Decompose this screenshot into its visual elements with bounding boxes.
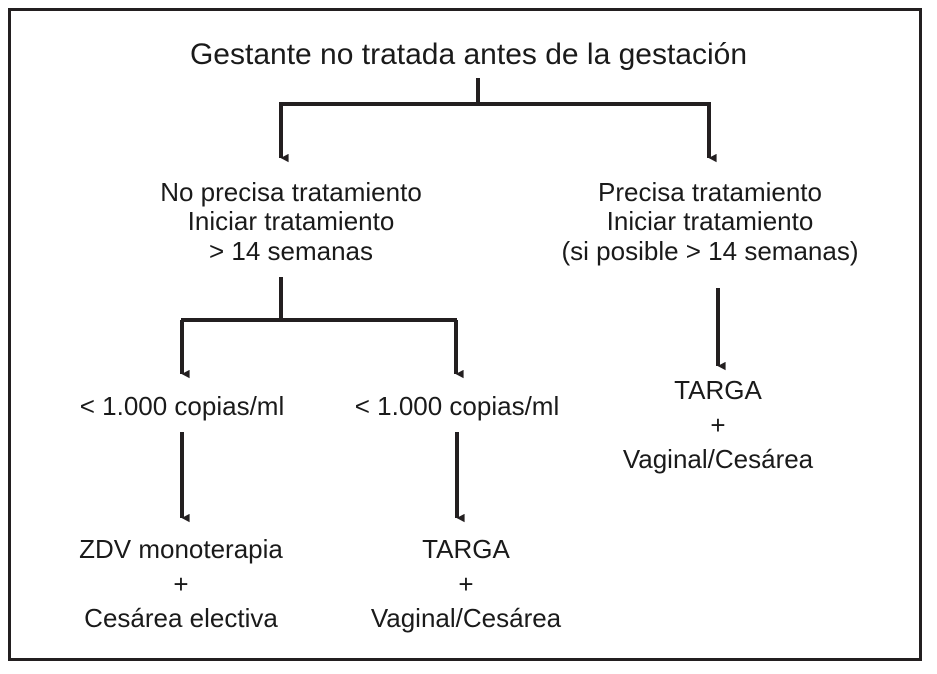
node-left-branch-line-3: > 14 semanas — [208, 235, 374, 266]
node-right-branch-line-3: (si posible > 14 semanas) — [561, 235, 859, 266]
node-right-branch: Precisa tratamiento Iniciar tratamiento … — [510, 177, 910, 266]
node-viral-load-right: < 1.000 copias/ml — [307, 391, 607, 422]
connector-left-branch-split — [180, 277, 464, 379]
node-outcome-mid: TARGA + Vaginal/Cesárea — [316, 532, 616, 636]
node-outcome-left-line-2: + — [173, 568, 189, 599]
node-title-line-1: Gestante no tratada antes de la gestació… — [189, 38, 748, 71]
node-outcome-left: ZDV monoterapia + Cesárea electiva — [31, 532, 331, 636]
node-outcome-left-line-1: ZDV monoterapia — [79, 534, 283, 564]
node-outcome-left-line-3: Cesárea electiva — [84, 603, 278, 634]
connector-title-split — [279, 78, 717, 163]
figure-border — [8, 8, 922, 661]
node-right-branch-line-2: Iniciar tratamiento — [606, 206, 814, 237]
node-right-branch-line-1: Precisa tratamiento — [598, 177, 822, 207]
node-outcome-mid-line-1: TARGA — [422, 534, 510, 564]
node-outcome-right-line-3: Vaginal/Cesárea — [622, 444, 814, 475]
node-viral-load-left: < 1.000 copias/ml — [32, 391, 332, 422]
node-viral-load-right-label: < 1.000 copias/ml — [354, 391, 560, 421]
node-outcome-right: TARGA + Vaginal/Cesárea — [568, 373, 868, 477]
node-left-branch: No precisa tratamiento Iniciar tratamien… — [91, 177, 491, 266]
node-outcome-mid-line-3: Vaginal/Cesárea — [370, 603, 562, 634]
node-viral-load-left-label: < 1.000 copias/ml — [79, 391, 285, 421]
node-outcome-mid-line-2: + — [458, 568, 474, 599]
node-left-branch-line-1: No precisa tratamiento — [160, 177, 422, 207]
node-title: Gestante no tratada antes de la gestació… — [0, 37, 937, 72]
node-outcome-right-line-1: TARGA — [674, 375, 762, 405]
node-outcome-right-line-2: + — [710, 409, 726, 440]
node-left-branch-line-2: Iniciar tratamiento — [187, 206, 395, 237]
